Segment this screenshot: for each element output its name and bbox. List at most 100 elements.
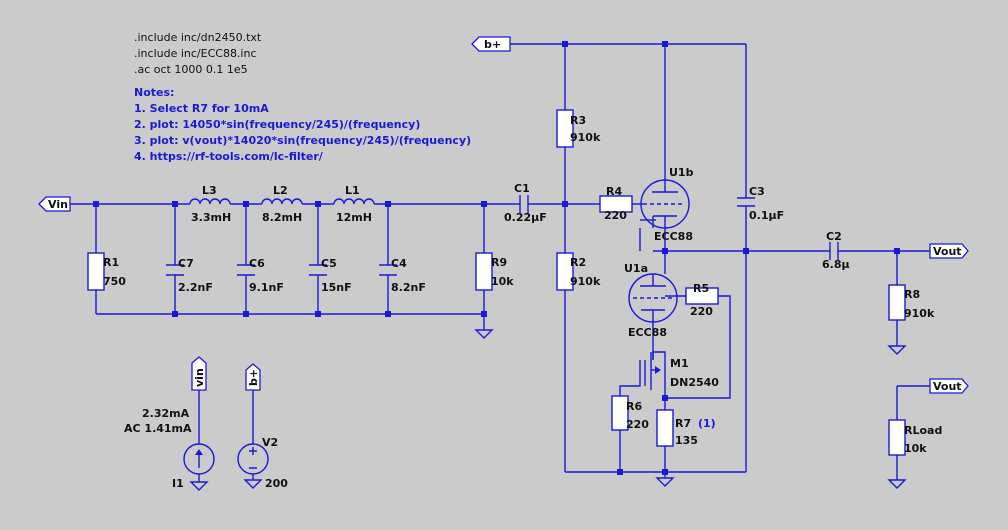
r2-label: R2 [570,256,586,269]
net-vin-small-text: vin [193,368,206,387]
junctions [93,41,900,475]
resistor-rload[interactable]: RLoad 10k [888,419,942,456]
rload-value: 10k [904,442,927,455]
capacitor-c3[interactable]: C3 0.1µF [737,185,784,222]
net-vout-text: Vout [933,245,962,258]
c2-label: C2 [826,230,842,243]
l3-value: 3.3mH [191,211,231,224]
resistor-r6[interactable]: R6 220 [611,395,649,431]
c6-value: 9.1nF [249,281,284,294]
c4-label: C4 [391,257,407,270]
capacitor-c1[interactable]: C1 0.22µF [504,182,547,224]
r9-value: 10k [491,275,514,288]
l1-value: 12mH [336,211,372,224]
m1-value: DN2540 [670,376,719,389]
capacitor-c7[interactable]: C7 2.2nF [166,257,213,294]
c7-label: C7 [178,257,194,270]
notes-block: Notes: 1. Select R7 for 10mA 2. plot: 14… [134,86,471,163]
net-tag-vin-small[interactable]: vin [191,356,207,391]
r1-label: R1 [103,256,119,269]
r6-value: 220 [626,418,649,431]
spice-directives: .include inc/dn2450.txt .include inc/ECC… [134,31,262,76]
l3-label: L3 [202,184,217,197]
capacitor-c2[interactable]: C2 6.8µ [822,230,850,271]
resistor-r2[interactable]: R2 910k [556,252,601,291]
u1a-label: U1a [624,262,648,275]
c6-label: C6 [249,257,265,270]
resistor-r8[interactable]: R8 910k [888,284,935,321]
r1-value: 750 [103,275,126,288]
inductor-l1[interactable]: L1 12mH [333,184,375,224]
r4-value: 220 [604,209,627,222]
resistor-r3[interactable]: R3 910k [556,109,601,148]
c1-value: 0.22µF [504,211,547,224]
c2-value: 6.8µ [822,258,850,271]
directive-line: .include inc/dn2450.txt [134,31,262,44]
note-line: 4. https://rf-tools.com/lc-filter/ [134,150,324,163]
r9-label: R9 [491,256,507,269]
ground-icons [189,329,907,491]
current-arrow-icon [195,449,203,455]
r7-value: 135 [675,434,698,447]
c4-value: 8.2nF [391,281,426,294]
r2-value: 910k [570,275,601,288]
r8-label: R8 [904,288,920,301]
u1b-value: ECC88 [654,230,693,243]
c7-value: 2.2nF [178,281,213,294]
resistor-r1[interactable]: R1 750 [87,252,126,291]
note-line: 1. Select R7 for 10mA [134,102,269,115]
c5-label: C5 [321,257,337,270]
i1-dc: 2.32mA [142,407,190,420]
c1-label: C1 [514,182,530,195]
r5-value: 220 [690,305,713,318]
capacitor-c5[interactable]: C5 15nF [309,257,352,294]
net-tag-bplus[interactable]: b+ [471,36,511,52]
capacitor-c4[interactable]: C4 8.2nF [379,257,426,294]
triode-u1b[interactable]: U1b ECC88 [640,166,694,243]
resistor-r5[interactable]: R5 220 [685,282,719,318]
m1-label: M1 [670,357,689,370]
l1-label: L1 [345,184,360,197]
net-bplus-small-text: b+ [247,369,260,386]
c5-value: 15nF [321,281,352,294]
r7-label: R7 [675,417,691,430]
v2-label: V2 [262,436,278,449]
r3-label: R3 [570,114,586,127]
u1b-label: U1b [669,166,694,179]
directive-line: .ac oct 1000 0.1 1e5 [134,63,248,76]
net-tag-vout[interactable]: Vout [929,243,969,259]
r6-label: R6 [626,400,642,413]
r3-value: 910k [570,131,601,144]
mosfet-m1[interactable]: M1 DN2540 [644,351,719,390]
mosfet-arrow-icon [655,366,661,374]
net-vout2-text: Vout [933,380,962,393]
resistor-r7[interactable]: R7 135 (1) [656,409,716,447]
r7-note: (1) [698,417,716,430]
c3-value: 0.1µF [749,209,784,222]
r4-label: R4 [606,185,622,198]
net-tag-vout-2[interactable]: Vout [929,378,969,394]
directive-line: .include inc/ECC88.inc [134,47,257,60]
net-tag-vin[interactable]: Vin [38,196,71,212]
i1-ac: AC 1.41mA [124,422,192,435]
v2-value: 200 [265,477,288,490]
l2-label: L2 [273,184,288,197]
inductor-l2[interactable]: L2 8.2mH [261,184,303,224]
resistor-r4[interactable]: R4 220 [599,185,633,222]
current-source-i1[interactable]: 2.32mA AC 1.41mA I1 [124,407,215,490]
net-vin-text: Vin [48,198,68,211]
c3-label: C3 [749,185,765,198]
net-bplus-text: b+ [484,38,501,51]
r8-value: 910k [904,307,935,320]
i1-label: I1 [172,477,184,490]
capacitor-c6[interactable]: C6 9.1nF [237,257,284,294]
voltage-source-v2[interactable]: V2 200 [237,436,288,490]
net-tag-bplus-small[interactable]: b+ [245,363,261,391]
inductor-l3[interactable]: L3 3.3mH [189,184,231,224]
l2-value: 8.2mH [262,211,302,224]
r5-label: R5 [693,282,709,295]
resistor-r9[interactable]: R9 10k [475,252,514,291]
note-line: 2. plot: 14050*sin(frequency/245)/(frequ… [134,118,420,131]
triode-u1a[interactable]: U1a ECC88 [624,262,678,339]
